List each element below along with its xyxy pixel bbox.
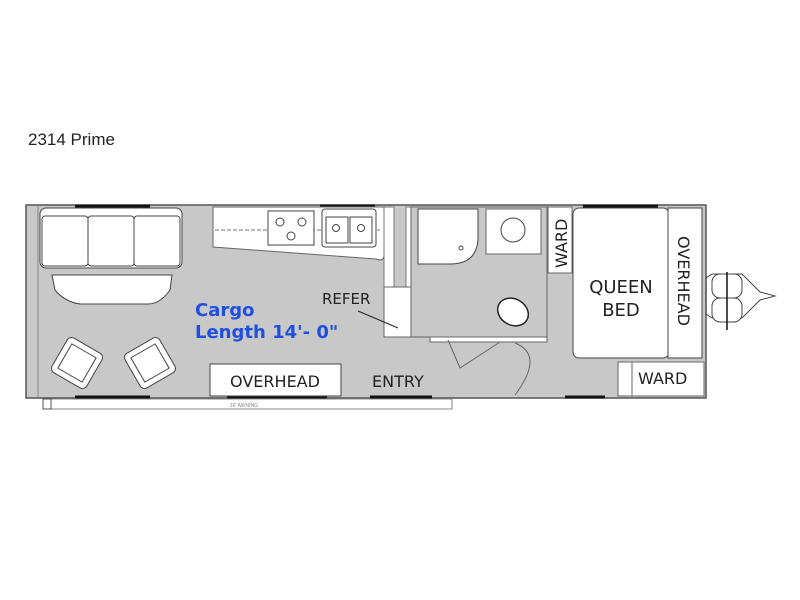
bed-label-line1: QUEEN xyxy=(589,277,653,298)
awning-label: 16' AWNING xyxy=(230,403,258,409)
armchair-right xyxy=(124,337,176,389)
wardrobe-top xyxy=(547,206,573,274)
ward-top-label: WARD xyxy=(552,219,571,268)
toilet xyxy=(496,297,530,327)
bath-vanity xyxy=(485,208,542,255)
overhead-front xyxy=(209,363,342,397)
hitch-icon xyxy=(705,272,777,330)
overhead-rear-label: OVERHEAD xyxy=(674,236,693,326)
sink xyxy=(321,208,377,248)
sofa xyxy=(39,207,183,269)
shower xyxy=(417,208,479,265)
bed-label-line2: BED xyxy=(602,300,640,321)
overhead-front-label: OVERHEAD xyxy=(230,372,320,391)
entry-label: ENTRY xyxy=(372,372,424,391)
coffee-table xyxy=(51,274,173,305)
ward-bottom-label: WARD xyxy=(638,369,687,388)
cargo-label: Cargo xyxy=(195,300,254,321)
armchair-left xyxy=(51,337,103,389)
refer-label: REFER xyxy=(322,290,370,308)
windows xyxy=(75,204,658,399)
wardrobe-bottom xyxy=(631,361,705,397)
overhead-rear xyxy=(667,207,703,359)
stove xyxy=(267,210,315,246)
cargo-length: Length 14'- 0" xyxy=(195,322,338,343)
floorplan-title: 2314 Prime xyxy=(28,130,115,149)
